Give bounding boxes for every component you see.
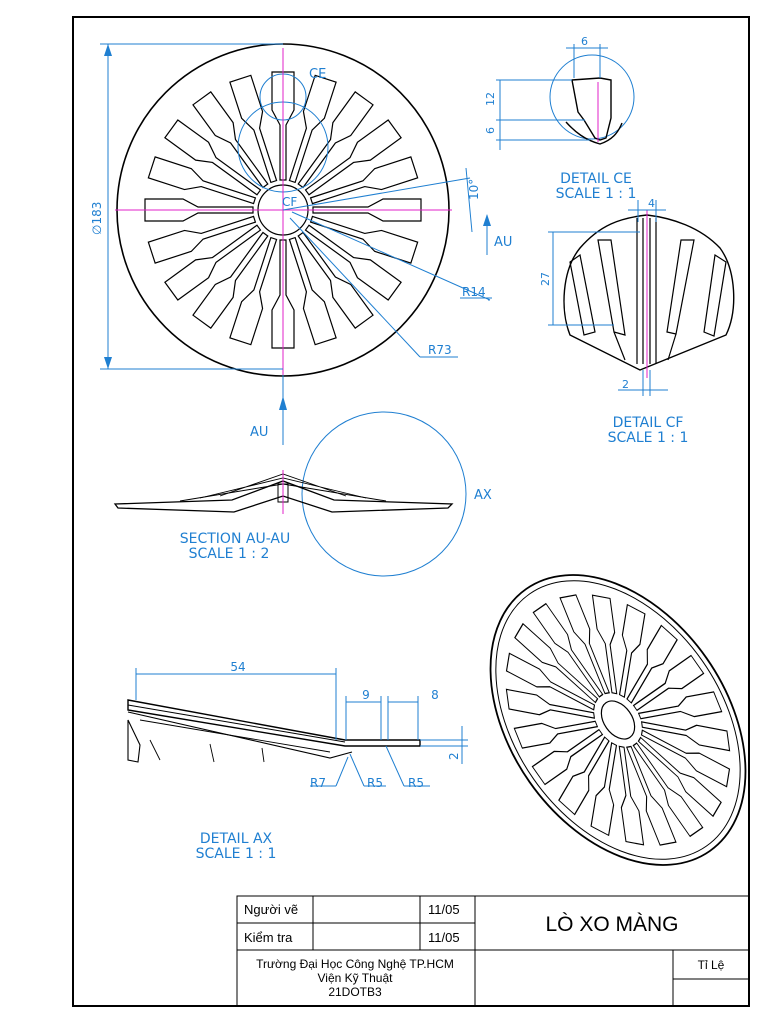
main-view: ∅183 CE CF R14 R73 10° AU AU xyxy=(90,43,512,445)
r14-label: R14 xyxy=(462,285,486,299)
ax-dim-8: 8 xyxy=(431,688,439,702)
ce-dim-12: 12 xyxy=(484,92,497,106)
ax-label: AX xyxy=(474,488,492,503)
au-bottom-label: AU xyxy=(250,425,268,440)
class-code: 21DOTB3 xyxy=(328,985,382,999)
spring-slots xyxy=(144,71,422,349)
au-right-label: AU xyxy=(494,235,512,250)
title-block xyxy=(236,895,750,1007)
spring-slot xyxy=(147,156,257,205)
spring-slot xyxy=(632,654,705,712)
spring-slot xyxy=(618,603,646,699)
checked-date: 11/05 xyxy=(428,930,460,945)
drawing-frame xyxy=(72,16,750,1007)
school-name: Trường Đại Học Công Nghệ TP.HCM xyxy=(256,957,454,971)
spring-slot xyxy=(618,745,645,846)
cf-label: CF xyxy=(282,195,297,209)
ax-r5-a: R5 xyxy=(367,776,383,790)
detail-cf-view: 4 27 2 DETAIL CF SCALE 1 : 1 xyxy=(539,197,735,446)
spring-slot xyxy=(229,236,278,346)
ce-dim-6: 6 xyxy=(484,127,497,134)
detail-ce-view: 6 12 6 DETAIL CE SCALE 1 : 1 xyxy=(484,35,636,202)
spring-slot xyxy=(590,741,618,837)
ax-dim-9: 9 xyxy=(362,688,370,702)
ce-dim-6-top: 6 xyxy=(581,35,588,48)
spring-slot xyxy=(271,71,295,181)
spring-slot xyxy=(513,720,599,749)
ax-r7: R7 xyxy=(310,776,326,790)
spring-slot xyxy=(505,652,596,711)
spring-slot xyxy=(559,594,611,695)
institute-name: Viện Kỹ Thuật xyxy=(318,971,394,985)
spring-slot xyxy=(147,215,257,264)
scale-label: Tỉ Lệ xyxy=(698,958,725,972)
spring-slot xyxy=(297,231,374,329)
spring-slot xyxy=(164,119,262,196)
spring-slot xyxy=(640,729,731,788)
detail-cf-scale: SCALE 1 : 1 xyxy=(608,430,689,446)
drawn-by-label: Người vẽ xyxy=(244,902,298,917)
spring-slot xyxy=(304,224,402,301)
detail-ce-title: DETAIL CE xyxy=(560,171,632,187)
spring-slot xyxy=(514,622,599,704)
spring-slot xyxy=(531,728,604,786)
ce-label: CE xyxy=(309,67,326,82)
spring-slot xyxy=(192,91,269,189)
spring-slot xyxy=(144,198,254,222)
spring-slot xyxy=(164,224,262,301)
detail-ax-view: 54 9 8 2 R7 R5 R5 DETAIL AX SCALE 1 : 1 xyxy=(127,660,468,862)
ax-r5-b: R5 xyxy=(408,776,424,790)
spring-slot xyxy=(288,236,337,346)
cf-dim-27: 27 xyxy=(539,272,552,286)
cf-dim-2: 2 xyxy=(622,378,629,391)
section-au-view: AX SECTION AU-AU SCALE 1 : 2 xyxy=(113,411,492,577)
spring-slot xyxy=(632,742,704,838)
spring-slot xyxy=(637,691,723,720)
ax-dim-54: 54 xyxy=(230,660,245,674)
r73-label: R73 xyxy=(428,343,452,357)
section-scale: SCALE 1 : 2 xyxy=(189,546,270,562)
drawn-date: 11/05 xyxy=(428,902,460,917)
angle-label: 10° xyxy=(467,179,481,200)
spring-slot xyxy=(505,688,596,719)
section-title: SECTION AU-AU xyxy=(180,531,291,547)
spring-slot xyxy=(229,74,278,184)
detail-ce-scale: SCALE 1 : 1 xyxy=(556,186,637,202)
detail-ax-scale: SCALE 1 : 1 xyxy=(196,846,277,862)
spring-slot xyxy=(637,736,722,818)
spring-slot xyxy=(304,119,402,196)
spring-slot xyxy=(192,231,269,329)
spring-slot xyxy=(271,239,295,349)
dia-label: ∅183 xyxy=(90,202,104,235)
spring-slot xyxy=(288,74,337,184)
spring-slot xyxy=(625,745,677,846)
checked-by-label: Kiểm tra xyxy=(244,930,293,945)
spring-slot xyxy=(312,198,422,222)
spring-slot xyxy=(558,736,610,816)
ax-dim-2: 2 xyxy=(447,752,461,760)
part-name: LÒ XO MÀNG xyxy=(545,913,678,936)
spring-slot xyxy=(640,721,731,752)
iso-spring-slots xyxy=(505,594,731,846)
spring-slot xyxy=(309,156,419,205)
spring-slot xyxy=(591,594,618,695)
detail-cf-title: DETAIL CF xyxy=(613,415,684,431)
spring-slot xyxy=(297,91,374,189)
detail-ax-title: DETAIL AX xyxy=(200,831,273,847)
spring-slot xyxy=(532,602,604,698)
isometric-view xyxy=(489,574,747,866)
spring-slot xyxy=(626,624,678,704)
cf-dim-4: 4 xyxy=(648,197,655,210)
